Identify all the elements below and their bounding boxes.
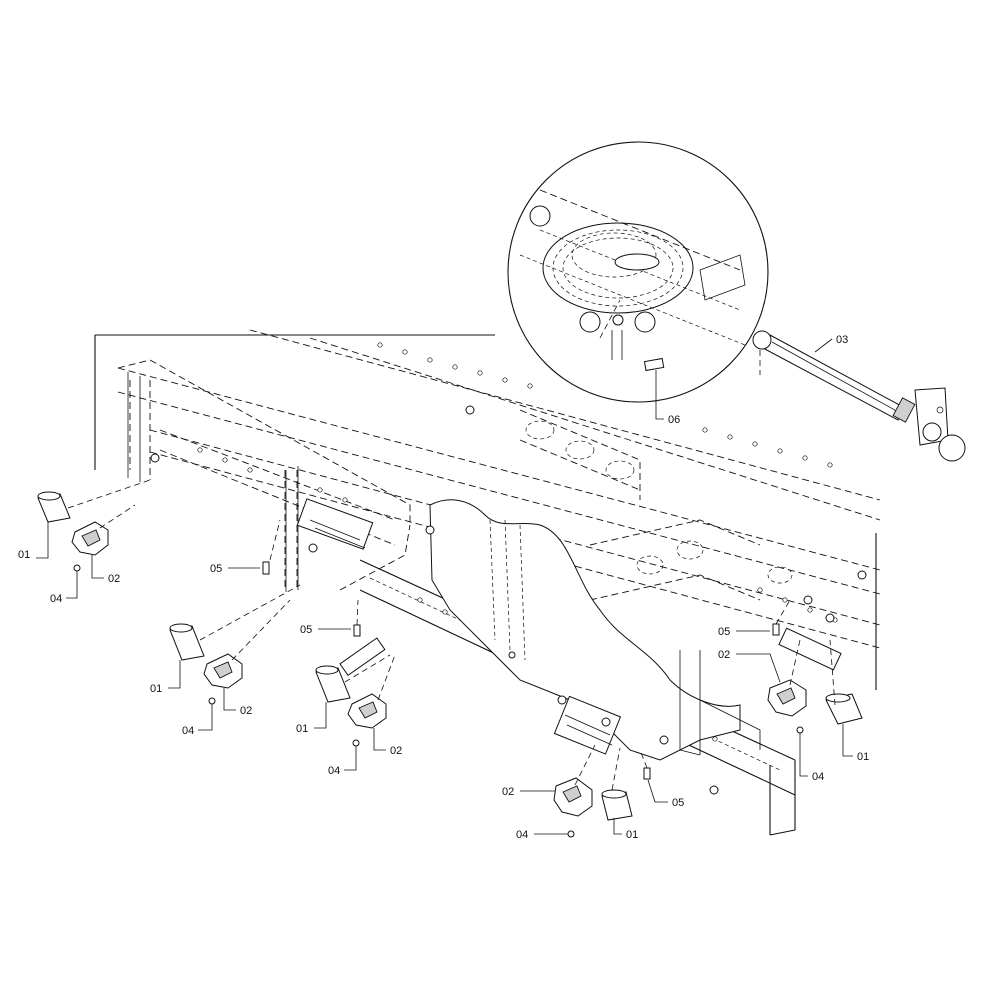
frame-bolts [150, 405, 867, 795]
callout-label: 06 [668, 414, 680, 426]
clamp-kit-3 [315, 665, 387, 747]
chassis-frame [94, 329, 881, 836]
callout-labels: 01 02 04 05 01 02 04 05 01 02 04 05 02 01 04 02 05 04 01 03… [18, 334, 869, 841]
callout-label: 02 [390, 745, 402, 757]
bolt-05-set [262, 561, 780, 780]
hose-assembly [752, 330, 966, 462]
callout-label: 05 [718, 626, 730, 638]
callout-label: 01 [296, 723, 308, 735]
clamp-kit-1 [37, 491, 109, 572]
cross-member-holes [525, 420, 793, 584]
callout-label: 01 [150, 683, 162, 695]
callout-label: 03 [836, 334, 848, 346]
callout-label: 05 [672, 797, 684, 809]
callout-label: 04 [516, 829, 528, 841]
clamp-kit-5 [553, 777, 633, 838]
callout-label: 01 [857, 751, 869, 763]
callout-label: 01 [626, 829, 638, 841]
callout-label: 02 [240, 705, 252, 717]
callout-label: 04 [812, 771, 824, 783]
callout-label: 04 [328, 765, 340, 777]
cutaway-panel [429, 499, 741, 761]
assembly-lines [67, 299, 836, 791]
clamp-kit-2 [169, 623, 243, 705]
callout-label: 04 [182, 725, 194, 737]
callout-label: 04 [50, 593, 62, 605]
detail-view-circle [507, 141, 769, 403]
clamp-kit-4 [767, 679, 863, 734]
callout-label: 02 [502, 786, 514, 798]
callout-label: 02 [108, 573, 120, 585]
leader-lines [36, 338, 853, 835]
callout-label: 01 [18, 549, 30, 561]
callout-label: 05 [210, 563, 222, 575]
callout-label: 02 [718, 649, 730, 661]
callout-label: 05 [300, 624, 312, 636]
